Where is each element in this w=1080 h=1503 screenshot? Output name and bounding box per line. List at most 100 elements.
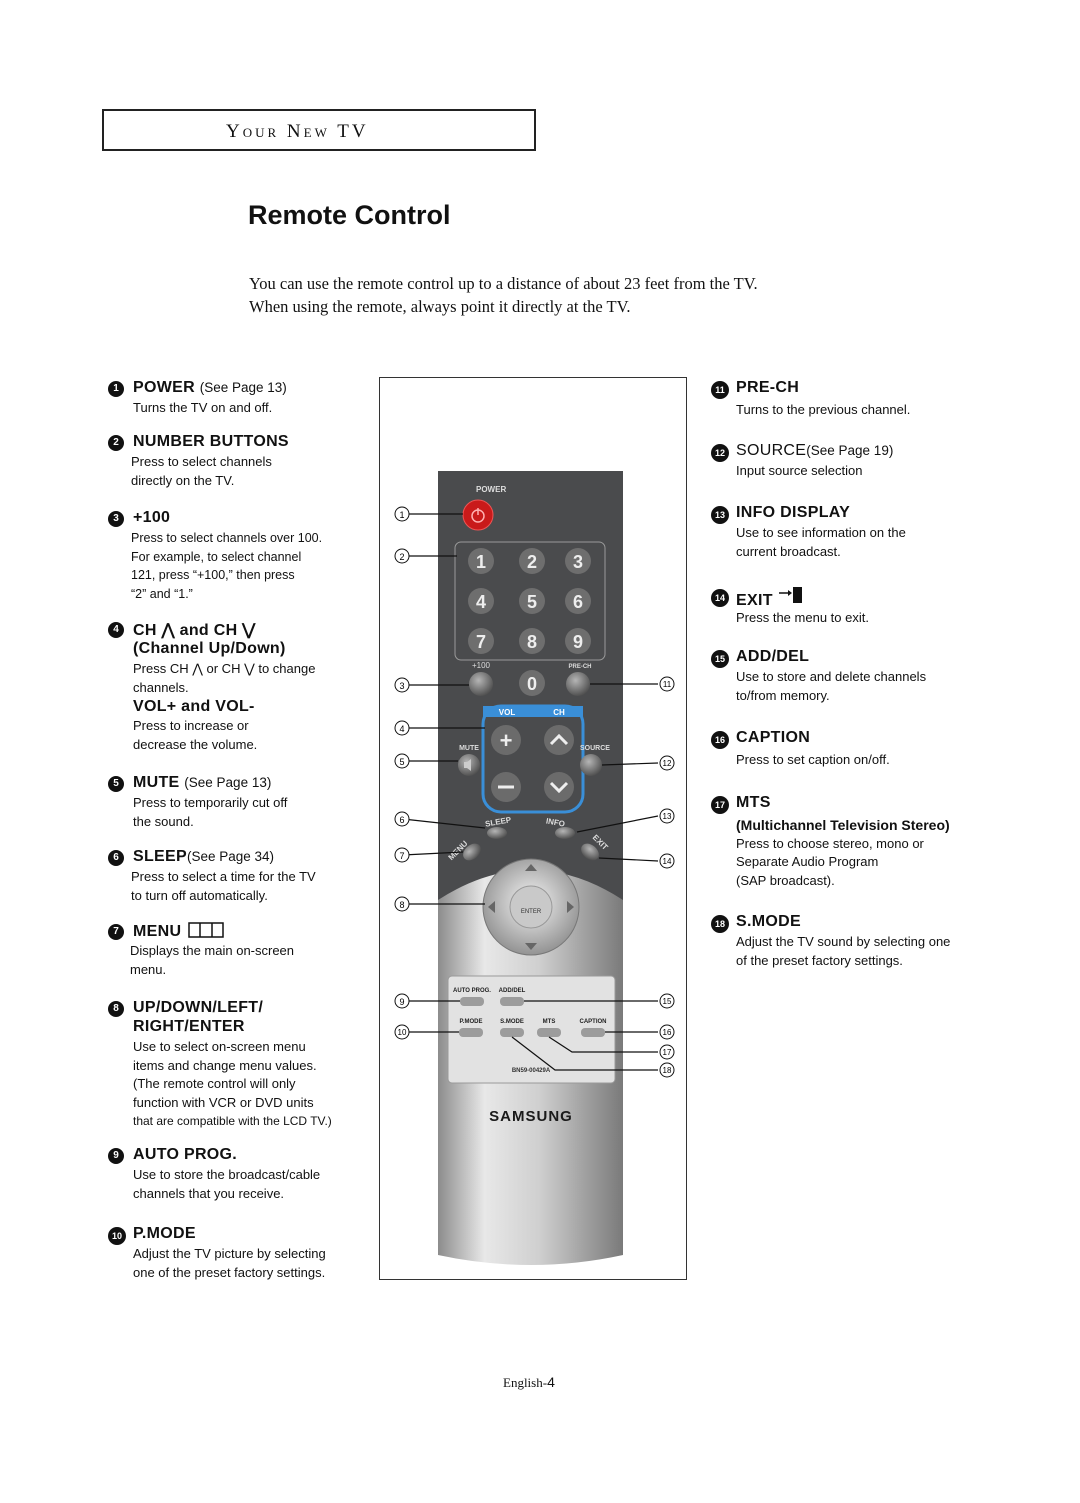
info-label: INFO <box>545 816 565 828</box>
mute-button[interactable] <box>458 754 480 776</box>
add-del-button[interactable] <box>500 997 524 1006</box>
vol-down-button[interactable] <box>491 772 521 802</box>
digit-8-button[interactable]: 8 <box>519 628 545 654</box>
item-heading: SOURCE <box>736 442 807 459</box>
source-button[interactable] <box>580 754 602 776</box>
page-number: 4 <box>547 1374 555 1390</box>
callout-numbers: 1 2 3 4 5 6 7 8 9 10 11 12 13 14 15 16 1… <box>394 506 675 1078</box>
digit-label: 8 <box>527 632 537 652</box>
callout-num: 3 <box>399 681 404 691</box>
page-ref: (See Page 13) <box>199 380 287 395</box>
digit-6-button[interactable]: 6 <box>565 588 591 614</box>
digit-7-button[interactable]: 7 <box>468 628 494 654</box>
pmode-button[interactable] <box>459 1028 483 1037</box>
item-heading: PRE-CH <box>736 379 800 396</box>
item-number: 16 <box>711 731 729 749</box>
ch-up-button[interactable] <box>544 725 574 755</box>
item-desc: (The remote control will only <box>133 1076 296 1091</box>
digit-9-button[interactable]: 9 <box>565 628 591 654</box>
page-ref: (See Page 13) <box>184 775 272 790</box>
menu-icon <box>188 922 224 938</box>
item-number: 12 <box>711 444 729 462</box>
item-desc: function with VCR or DVD units <box>133 1094 314 1110</box>
digit-label: 3 <box>573 552 583 572</box>
item-desc: Adjust the TV sound by selecting one <box>736 934 951 949</box>
caption-button[interactable] <box>581 1028 605 1037</box>
digit-5-button[interactable]: 5 <box>519 588 545 614</box>
digit-2-button[interactable]: 2 <box>519 548 545 574</box>
item-heading: CAPTION <box>736 729 811 746</box>
plus100-button[interactable] <box>469 672 493 696</box>
power-button[interactable] <box>462 499 494 531</box>
item-desc: Press to select a time for the TV <box>131 869 316 884</box>
digit-label: 7 <box>476 632 486 652</box>
digit-3-button[interactable]: 3 <box>565 548 591 574</box>
auto-prog-button[interactable] <box>460 997 484 1006</box>
item-heading: +100 <box>133 509 171 526</box>
smode-button[interactable] <box>500 1028 524 1037</box>
item-number: 6 <box>108 850 124 866</box>
item-heading: ADD/DEL <box>736 648 810 665</box>
remote-illustration: POWER 1 2 3 4 5 6 7 8 9 0 +100 PRE-CH VO… <box>394 471 675 1265</box>
item-desc: Press to temporarily cut off <box>133 795 288 810</box>
add-del-label: ADD/DEL <box>499 988 526 994</box>
mts-label: MTS <box>543 1019 556 1025</box>
callout-num: 11 <box>663 680 672 689</box>
callout-num: 8 <box>399 900 404 910</box>
model-number: BN59-00429A <box>512 1068 551 1074</box>
menu-button[interactable] <box>460 840 484 864</box>
item-number: 17 <box>711 796 729 814</box>
item-desc: 121, press “+100,” then press <box>131 568 295 582</box>
item-subtitle: (Multichannel Television Stereo) <box>736 817 950 833</box>
exit-button[interactable] <box>578 840 602 864</box>
item-desc: Press to set caption on/off. <box>736 752 890 767</box>
callout-num: 6 <box>399 815 404 825</box>
item-number: 1 <box>108 381 124 397</box>
item-desc: one of the preset factory settings. <box>133 1264 326 1280</box>
callout-num: 17 <box>663 1048 672 1057</box>
item-number: 15 <box>711 650 729 668</box>
ch-down-button[interactable] <box>544 772 574 802</box>
item-desc: current broadcast. <box>736 543 841 559</box>
digit-0-button[interactable]: 0 <box>519 670 545 696</box>
svg-text:+: + <box>500 728 513 753</box>
digit-label: 1 <box>476 552 486 572</box>
section-title: Your New TV <box>226 121 369 142</box>
sleep-button[interactable] <box>487 827 507 839</box>
page-title: Remote Control <box>248 200 451 230</box>
item-desc: Press to select channels over 100. <box>131 531 323 545</box>
item-desc: “2” and “1.” <box>131 586 193 601</box>
item-desc: Displays the main on-screen <box>130 943 295 958</box>
item-desc: Use to select on-screen menu <box>133 1039 306 1054</box>
prech-button[interactable] <box>566 672 590 696</box>
item-heading-3: VOL+ and VOL- <box>133 698 255 715</box>
mts-button[interactable] <box>537 1028 561 1037</box>
callout-num: 14 <box>663 857 672 866</box>
footer-lang: English- <box>503 1375 548 1390</box>
callout-num: 5 <box>399 757 404 767</box>
item-desc: to/from memory. <box>736 687 830 703</box>
digit-1-button[interactable]: 1 <box>468 548 494 574</box>
page-ref: (See Page 34) <box>186 849 275 864</box>
digit-label: 6 <box>573 592 583 612</box>
item-desc: Separate Audio Program <box>736 854 879 869</box>
intro-line: When using the remote, always point it d… <box>249 297 631 316</box>
enter-button[interactable]: ENTER <box>509 885 553 929</box>
vol-up-button[interactable]: + <box>491 725 521 755</box>
brand-logo: SAMSUNG <box>489 1108 573 1125</box>
info-button[interactable] <box>555 827 575 839</box>
ch-label: CH <box>553 708 565 717</box>
auto-prog-label: AUTO PROG. <box>453 988 491 994</box>
callout-lines <box>402 513 659 1071</box>
item-number: 2 <box>108 435 124 451</box>
item-number: 10 <box>108 1227 126 1245</box>
callout-num: 15 <box>663 997 672 1006</box>
item-heading: UP/DOWN/LEFT/ <box>133 999 264 1016</box>
item-desc: Press to increase or <box>133 718 249 733</box>
callout-num: 1 <box>399 510 404 520</box>
number-pad-frame <box>454 541 606 661</box>
digit-4-button[interactable]: 4 <box>468 588 494 614</box>
callout-num: 2 <box>399 552 404 562</box>
item-desc: (SAP broadcast). <box>736 872 835 888</box>
item-desc: Turns the TV on and off. <box>133 400 273 415</box>
